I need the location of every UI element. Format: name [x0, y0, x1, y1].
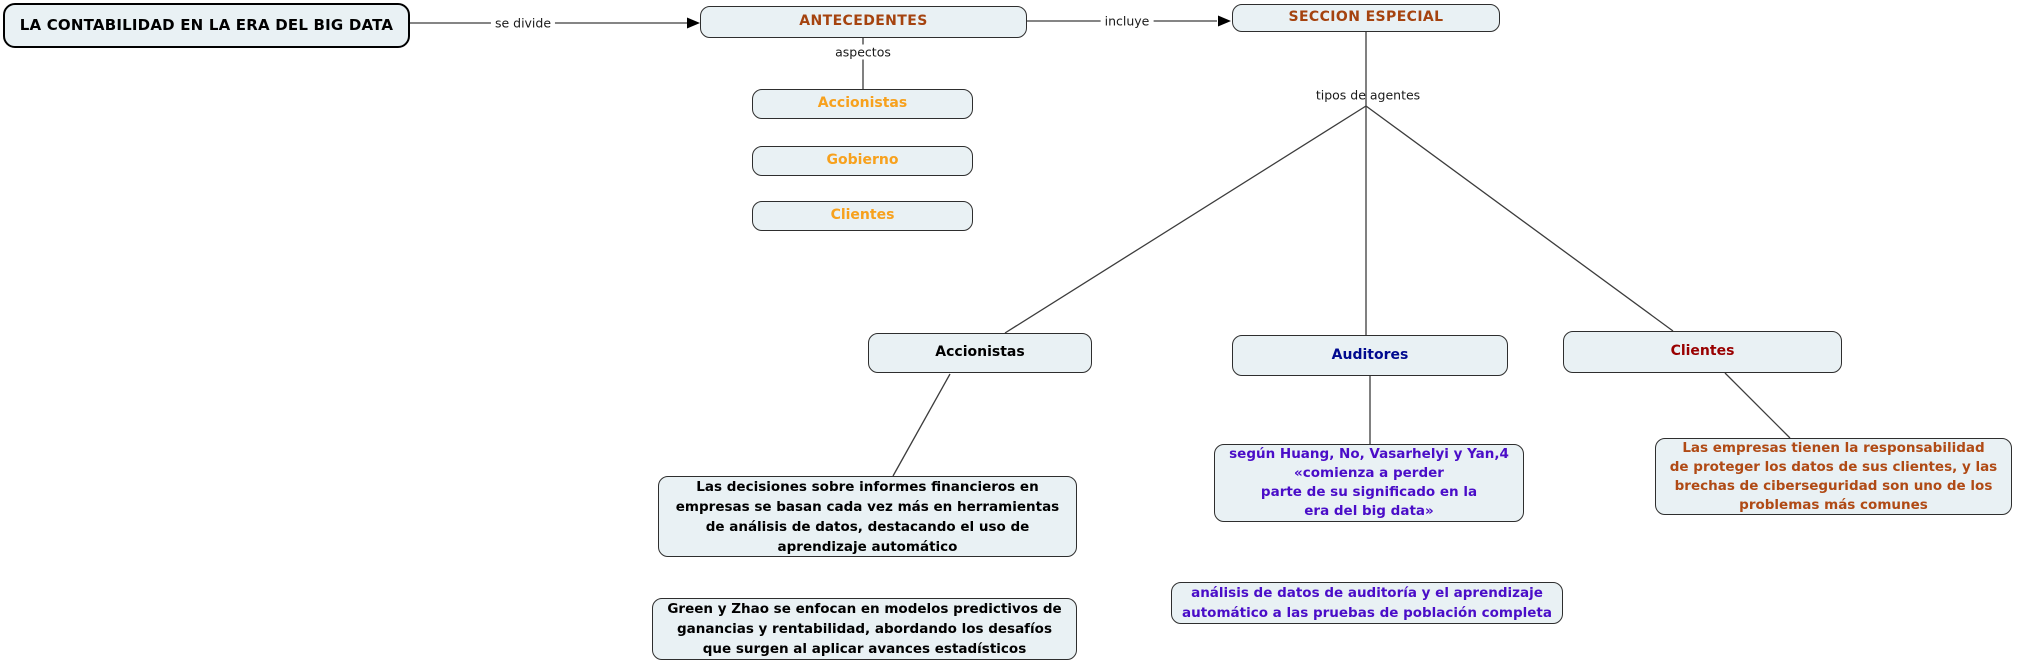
connector-accionistas-to-note [892, 373, 951, 477]
connector-junction-to-clientes [1365, 105, 1674, 332]
arrowhead-icon [687, 17, 700, 29]
node-antecedentes[interactable]: ANTECEDENTES [700, 6, 1027, 38]
node-aspect-gobierno[interactable]: Gobierno [752, 146, 973, 176]
note-auditores-cita[interactable]: según Huang, No, Vasarhelyi y Yan,4 «com… [1214, 444, 1524, 522]
connector-clientes-to-note [1724, 372, 1791, 439]
note-accionistas-decisiones[interactable]: Las decisiones sobre informes financiero… [658, 476, 1077, 557]
node-seccion-especial[interactable]: SECCION ESPECIAL [1232, 4, 1500, 32]
note-accionistas-green-zhao[interactable]: Green y Zhao se enfocan en modelos predi… [652, 598, 1077, 660]
arrowhead-icon [1218, 15, 1231, 27]
link-label-aspectos[interactable]: aspectos [831, 44, 895, 60]
node-aspect-accionistas[interactable]: Accionistas [752, 89, 973, 119]
node-agent-auditores[interactable]: Auditores [1232, 335, 1508, 376]
connector-junction-to-accionistas [1004, 105, 1367, 334]
node-agent-accionistas[interactable]: Accionistas [868, 333, 1092, 373]
node-main-title[interactable]: LA CONTABILIDAD EN LA ERA DEL BIG DATA [3, 3, 410, 48]
link-label-incluye[interactable]: incluye [1100, 13, 1154, 29]
link-label-tipos-de-agentes[interactable]: tipos de agentes [1315, 87, 1421, 103]
link-label-se-divide[interactable]: se divide [490, 15, 556, 31]
note-clientes-responsabilidad[interactable]: Las empresas tienen la responsabilidad d… [1655, 438, 2012, 515]
node-agent-clientes[interactable]: Clientes [1563, 331, 1842, 373]
node-aspect-clientes[interactable]: Clientes [752, 201, 973, 231]
note-auditores-analisis[interactable]: análisis de datos de auditoría y el apre… [1171, 582, 1563, 624]
